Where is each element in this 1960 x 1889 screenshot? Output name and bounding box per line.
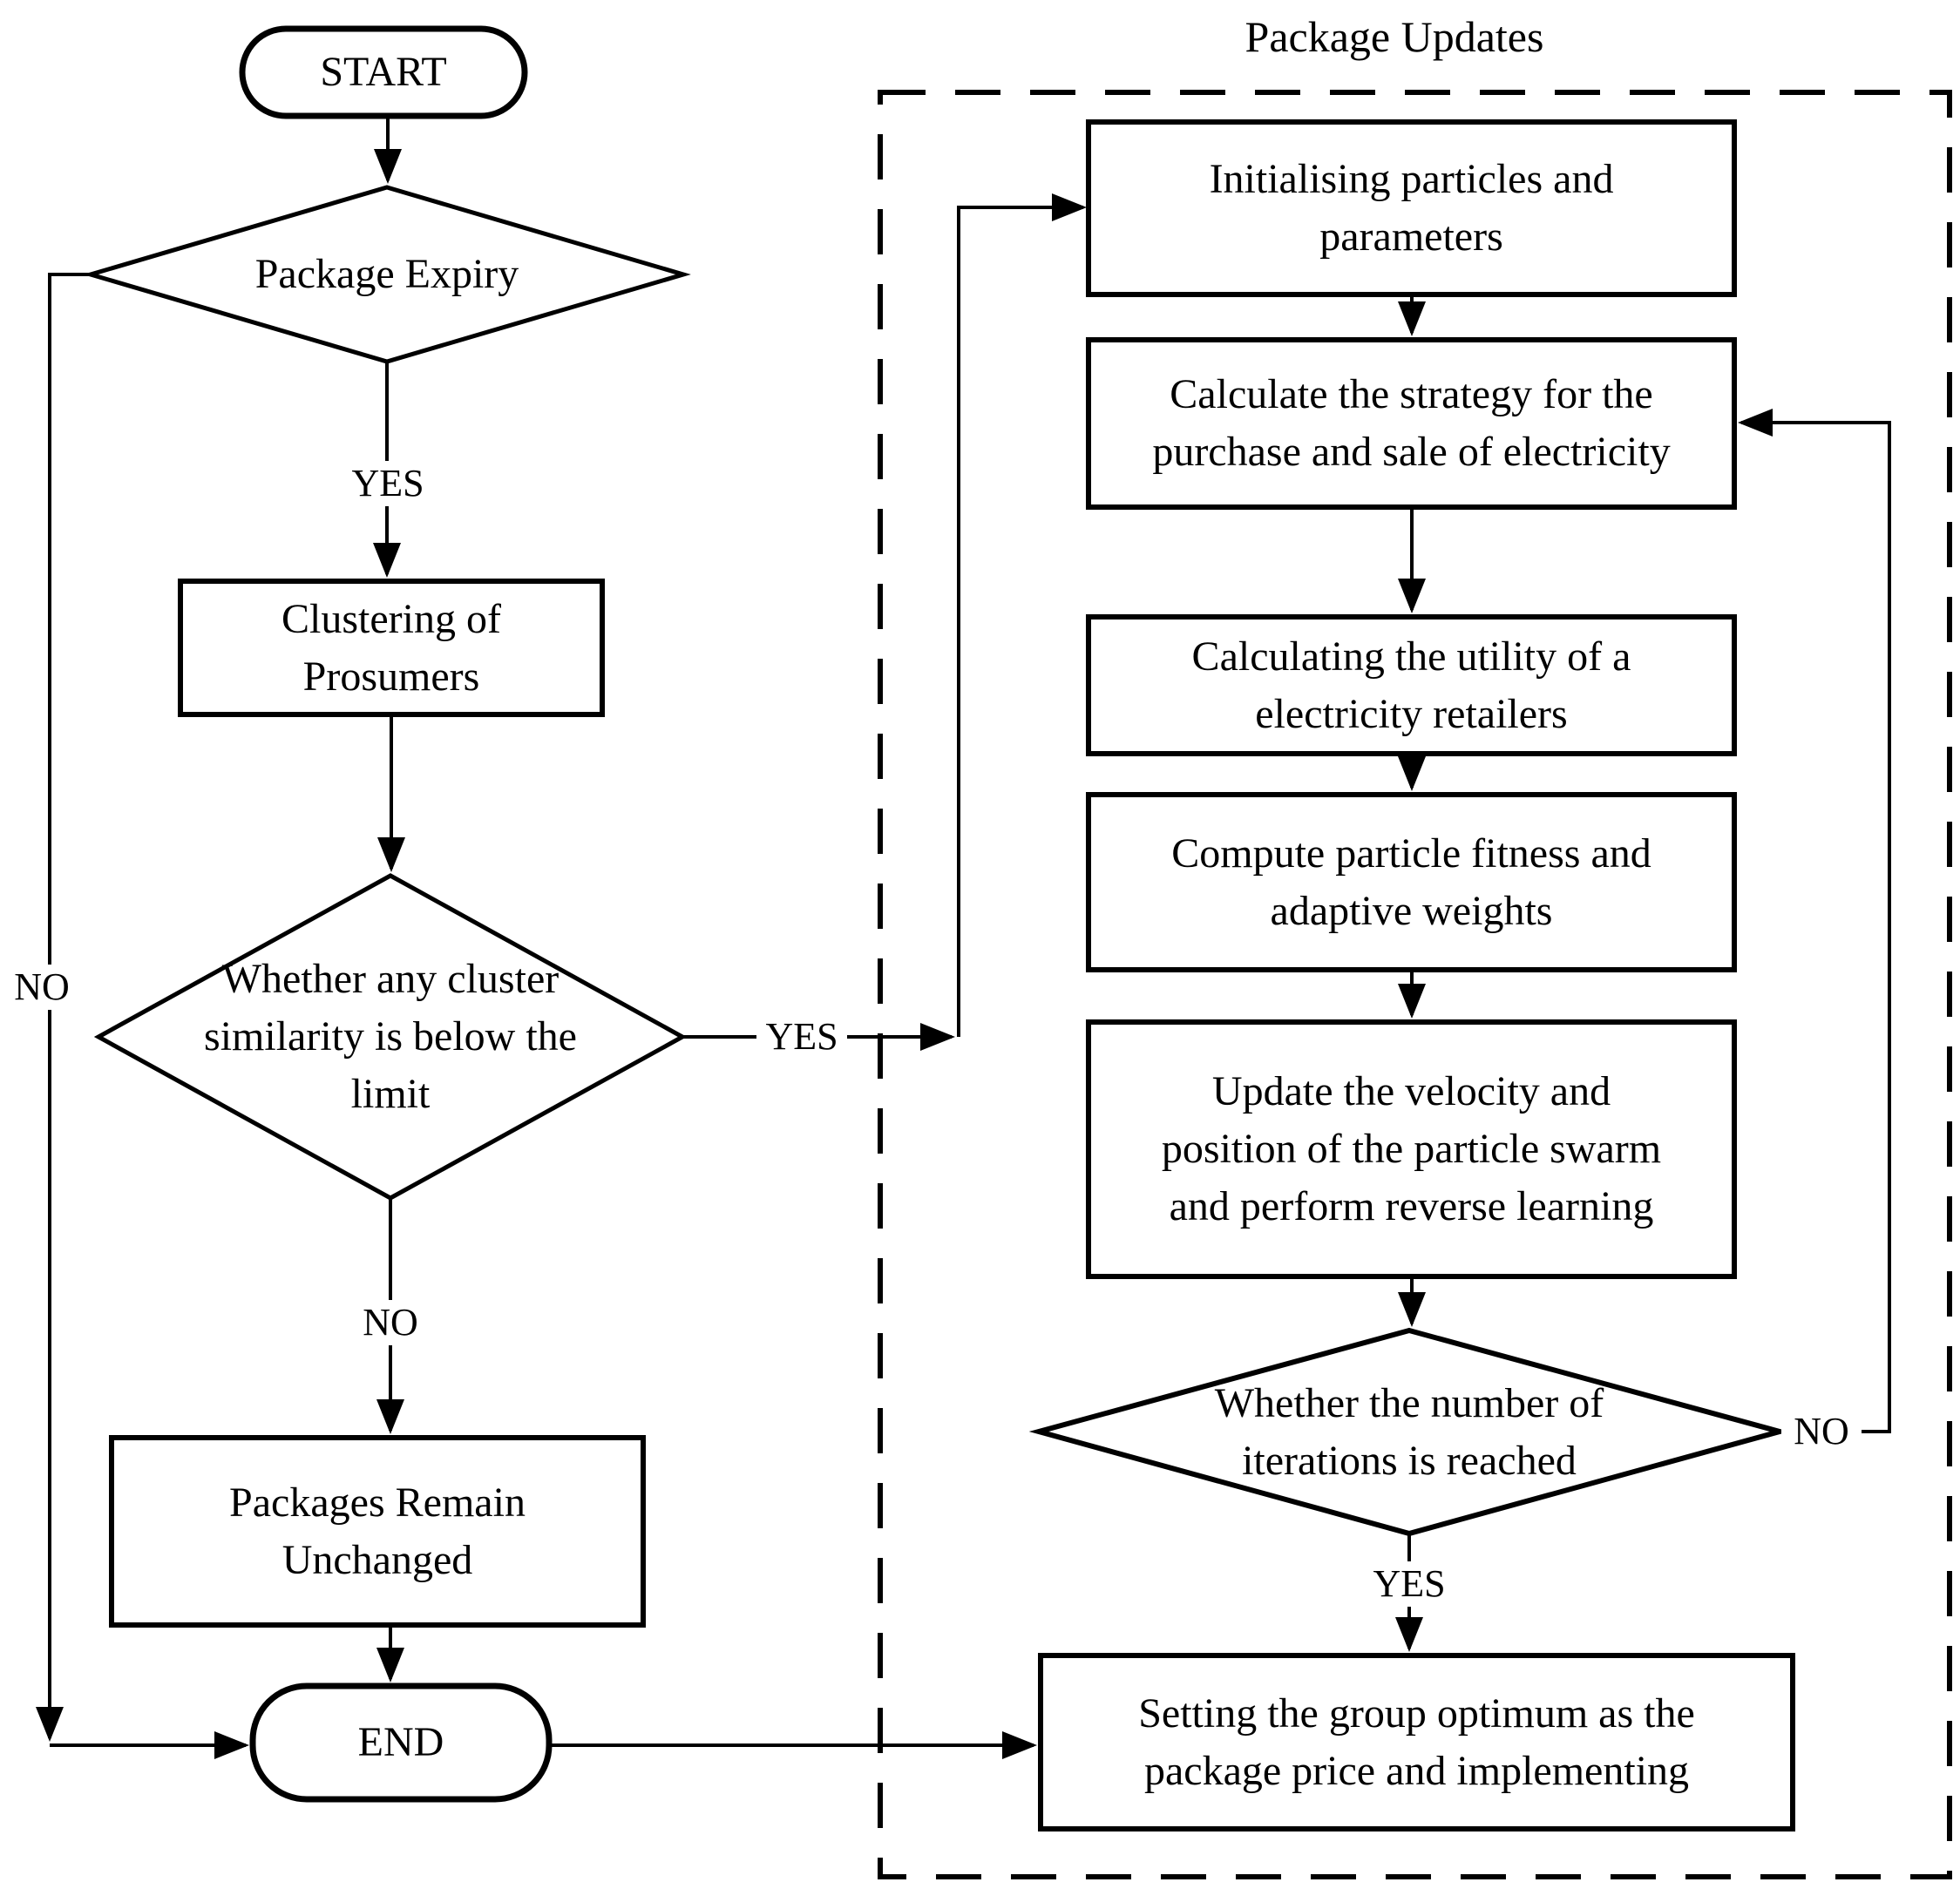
start-label: START [320,49,447,95]
compute-fitness-process [1086,792,1737,972]
iterations-decision [1028,1327,1790,1537]
start-terminator [239,25,528,119]
setting-optimum-label: Setting the group optimum as the package… [1138,1689,1695,1794]
similarity-no-label: NO [349,1300,432,1345]
packages-unchanged-label: Packages Remain Unchanged [229,1479,526,1583]
iterations-yes-label: YES [1360,1561,1459,1607]
expiry-yes-label: YES [349,461,427,506]
expiry-no-label: NO [5,965,78,1010]
package-expiry-label: Package Expiry [254,251,519,297]
calculate-strategy-process [1086,337,1737,510]
line-expiry-no-down [36,273,91,1742]
end-label: END [357,1719,444,1765]
initialising-label: Initialising particles and parameters [1209,156,1614,260]
clustering-process [178,579,605,717]
similarity-yes-label: YES [756,1014,847,1060]
packages-unchanged-process [109,1435,646,1628]
arrow-riser-to-initialising [957,193,1087,1037]
iterations-label: Whether the number of iterations is reac… [1214,1379,1604,1484]
initialising-process [1086,119,1737,297]
cluster-similarity-label: Whether any cluster similarity is below … [204,956,577,1117]
package-updates-title: Package Updates [1244,12,1544,61]
clustering-label: Clustering of Prosumers [281,595,501,700]
update-velocity-label: Update the velocity and position of the … [1161,1068,1662,1229]
arrow-iterations-no-loop [1738,409,1891,1433]
calculating-utility-label: Calculating the utility of a electricity… [1191,633,1631,737]
package-updates-dashed-border [878,90,1952,1879]
calculate-strategy-label: Calculate the strategy for the purchase … [1152,371,1671,475]
calculating-utility-process [1086,614,1737,756]
update-velocity-process [1086,1019,1737,1279]
compute-fitness-label: Compute particle fitness and adaptive we… [1171,829,1651,934]
setting-optimum-process [1038,1653,1795,1831]
iterations-no-label: NO [1781,1409,1862,1454]
package-expiry-decision [83,185,691,364]
cluster-similarity-decision [93,873,688,1201]
end-terminator [249,1682,553,1803]
